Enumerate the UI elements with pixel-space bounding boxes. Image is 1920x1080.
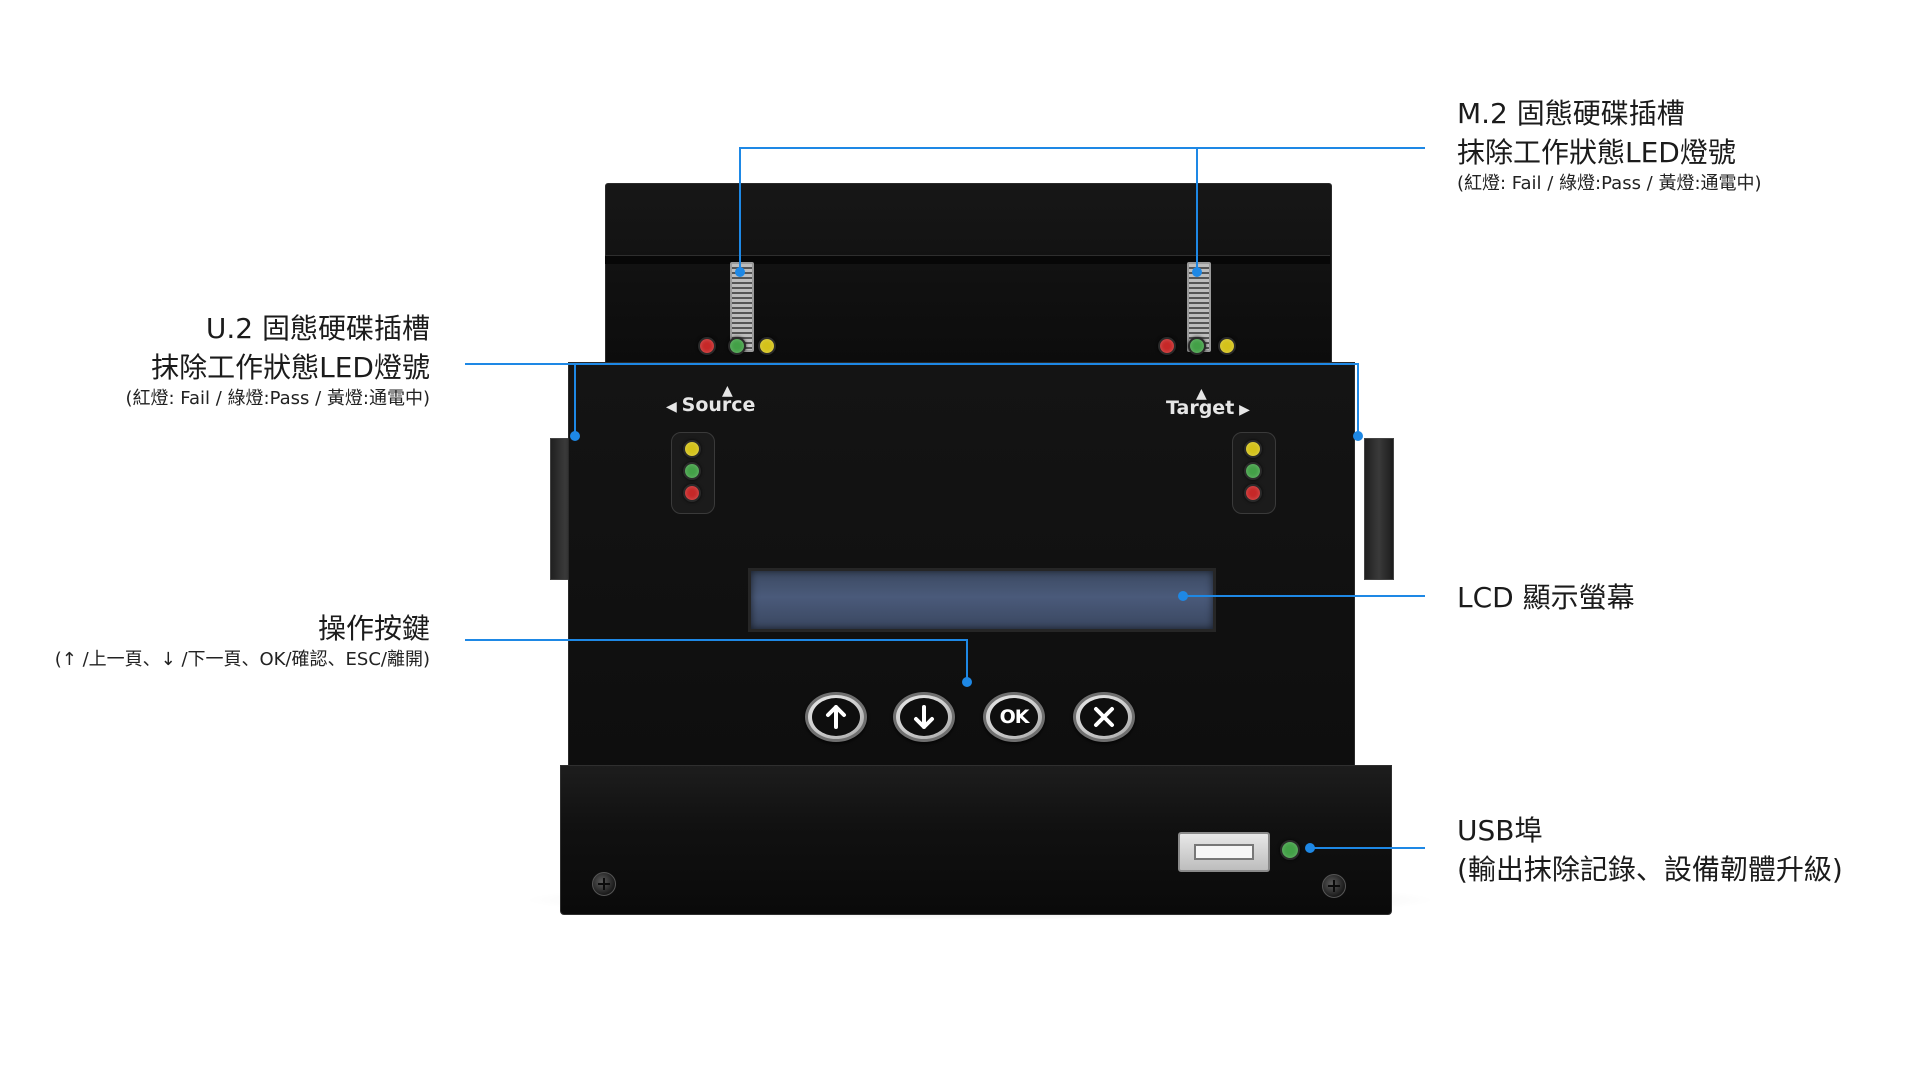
up-button-face: [812, 698, 860, 736]
esc-button-face: [1080, 698, 1128, 736]
arrow-up-icon: [826, 705, 846, 729]
ok-button-label: OK: [999, 706, 1030, 728]
ok-button-face: OK: [990, 698, 1038, 736]
callout-u2-title: U.2 固態硬碟插槽: [205, 312, 430, 345]
up-button[interactable]: [805, 692, 867, 742]
usb-port-inner: [1194, 844, 1254, 860]
u2-source-led-yellow: [683, 440, 701, 458]
m2-target-led-yellow: [1218, 337, 1236, 355]
device-body: [568, 362, 1355, 772]
right-triangle-icon: ▶: [1234, 402, 1250, 418]
u2-source-led-green: [683, 462, 701, 480]
lcd-screen: [748, 568, 1216, 632]
esc-button[interactable]: [1073, 692, 1135, 742]
close-x-icon: [1094, 707, 1114, 727]
down-button[interactable]: [893, 692, 955, 742]
m2-source-led-yellow: [758, 337, 776, 355]
usb-port[interactable]: [1178, 832, 1270, 872]
arrow-down-icon: [914, 705, 934, 729]
usb-status-led: [1280, 840, 1300, 860]
callout-buttons-desc: (↑ /上一頁、↓ /下一頁、OK/確認、ESC/離開): [54, 649, 430, 670]
callout-m2-legend: (紅燈: Fail / 綠燈:Pass / 黃燈:通電中): [1457, 173, 1762, 194]
u2-source-led-red: [683, 484, 701, 502]
u2-target-led-red: [1244, 484, 1262, 502]
callout-buttons-title: 操作按鍵: [317, 612, 430, 645]
m2-target-led-green: [1188, 337, 1206, 355]
source-label: ◀ Source: [666, 394, 755, 416]
callout-u2-legend: (紅燈: Fail / 綠燈:Pass / 黃燈:通電中): [125, 388, 430, 409]
target-label: Target ▶: [1166, 397, 1250, 419]
callout-usb-title: USB埠: [1457, 814, 1543, 847]
callout-u2: U.2 固態硬碟插槽 抹除工作狀態LED燈號 (紅燈: Fail / 綠燈:Pa…: [125, 309, 430, 411]
left-triangle-icon: ◀: [666, 399, 682, 415]
callout-buttons: 操作按鍵 (↑ /上一頁、↓ /下一頁、OK/確認、ESC/離開): [55, 609, 430, 672]
callout-m2: M.2 固態硬碟插槽 抹除工作狀態LED燈號 (紅燈: Fail / 綠燈:Pa…: [1457, 94, 1762, 196]
m2-source-led-green: [728, 337, 746, 355]
callout-m2-subtitle: 抹除工作狀態LED燈號: [1457, 136, 1736, 169]
m2-source-led-red: [698, 337, 716, 355]
callout-lcd: LCD 顯示螢幕: [1457, 578, 1635, 617]
screw-left: [592, 872, 616, 896]
callout-usb: USB埠 (輸出抹除記錄、設備韌體升級): [1457, 811, 1843, 889]
u2-target-led-green: [1244, 462, 1262, 480]
source-label-text: Source: [681, 394, 756, 416]
ok-button[interactable]: OK: [983, 692, 1045, 742]
screw-right: [1322, 874, 1346, 898]
callout-usb-desc: (輸出抹除記錄、設備韌體升級): [1457, 853, 1843, 886]
callout-lcd-title: LCD 顯示螢幕: [1457, 581, 1635, 614]
u2-connector-right: [1364, 438, 1394, 580]
callout-u2-subtitle: 抹除工作狀態LED燈號: [151, 351, 430, 384]
m2-module-groove: [605, 255, 1330, 264]
down-button-face: [900, 698, 948, 736]
target-label-text: Target: [1166, 397, 1235, 419]
m2-target-led-red: [1158, 337, 1176, 355]
callout-m2-title: M.2 固態硬碟插槽: [1457, 97, 1685, 130]
u2-target-led-yellow: [1244, 440, 1262, 458]
